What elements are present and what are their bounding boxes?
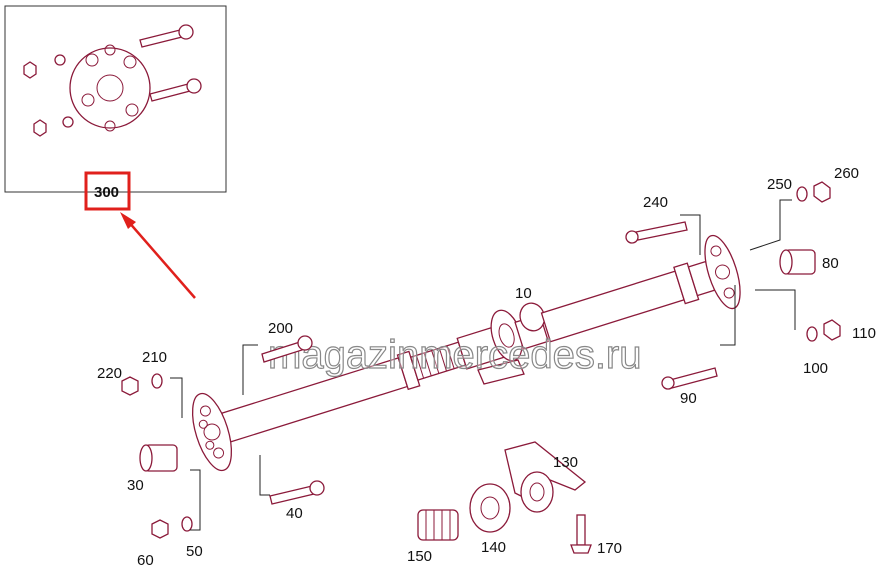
part-label-150: 150 (407, 548, 432, 565)
part-label-170: 170 (597, 540, 622, 557)
part-label-300: 300 (94, 184, 119, 201)
highlight-box (84, 171, 131, 211)
part-label-50: 50 (186, 543, 203, 560)
part-label-130: 130 (553, 454, 578, 471)
part-label-80: 80 (822, 255, 839, 272)
part-label-220: 220 (97, 365, 122, 382)
red-arrow (120, 212, 196, 299)
propeller-shaft (191, 234, 741, 472)
part-label-210: 210 (142, 349, 167, 366)
part-label-110: 110 (852, 325, 876, 342)
part-label-200: 200 (268, 320, 293, 337)
part-label-100: 100 (803, 360, 828, 377)
part-label-60: 60 (137, 552, 154, 569)
part-label-30: 30 (127, 477, 144, 494)
clamp (477, 359, 525, 385)
part-label-260: 260 (834, 165, 859, 182)
part-label-240: 240 (643, 194, 668, 211)
part-label-10: 10 (515, 285, 532, 302)
part-label-140: 140 (481, 539, 506, 556)
part-label-40: 40 (286, 505, 303, 522)
loose-parts (121, 181, 841, 554)
leader-lines (170, 199, 796, 531)
part-label-90: 90 (680, 390, 697, 407)
part-label-250: 250 (767, 176, 792, 193)
flex-disc-inset (23, 24, 202, 137)
watermark: magazinmercedes.ru (268, 333, 642, 377)
